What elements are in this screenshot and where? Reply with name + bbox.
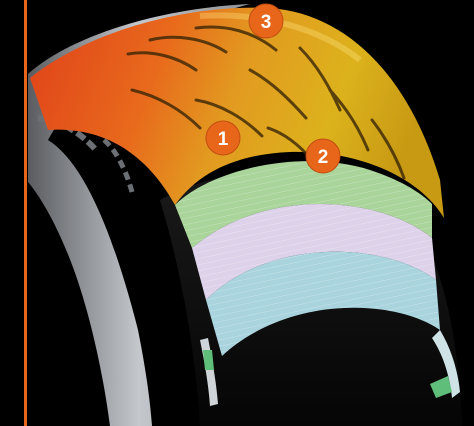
- accent-line: [24, 0, 27, 426]
- callout-badge-2-label: 2: [318, 147, 329, 168]
- callout-badge-3-label: 3: [261, 12, 272, 33]
- callout-badge-1: 1: [206, 121, 240, 155]
- callout-badge-1-label: 1: [218, 129, 229, 150]
- callout-badge-3: 3: [249, 4, 283, 38]
- callout-badge-2: 2: [306, 139, 340, 173]
